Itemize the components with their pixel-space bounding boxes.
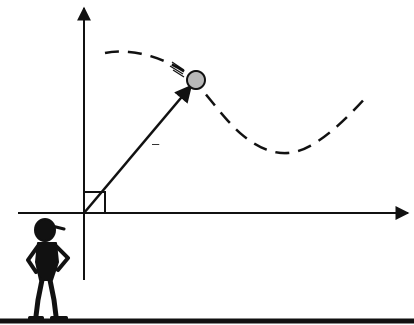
person-head xyxy=(34,218,56,242)
person-left-leg xyxy=(33,277,45,319)
motion-lines xyxy=(169,61,185,78)
right-angle-square xyxy=(83,191,106,214)
position-vector-arrow xyxy=(83,84,193,214)
person-left-arm xyxy=(26,244,40,274)
person-torso xyxy=(35,242,59,281)
dashed-trajectory xyxy=(104,50,369,155)
vector-label: – xyxy=(152,136,160,151)
person-right-leg xyxy=(47,277,59,319)
person-cap-brim xyxy=(50,224,66,231)
person-right-arm xyxy=(54,244,70,272)
gray-ball xyxy=(186,70,206,90)
cartoon-person xyxy=(26,218,70,320)
